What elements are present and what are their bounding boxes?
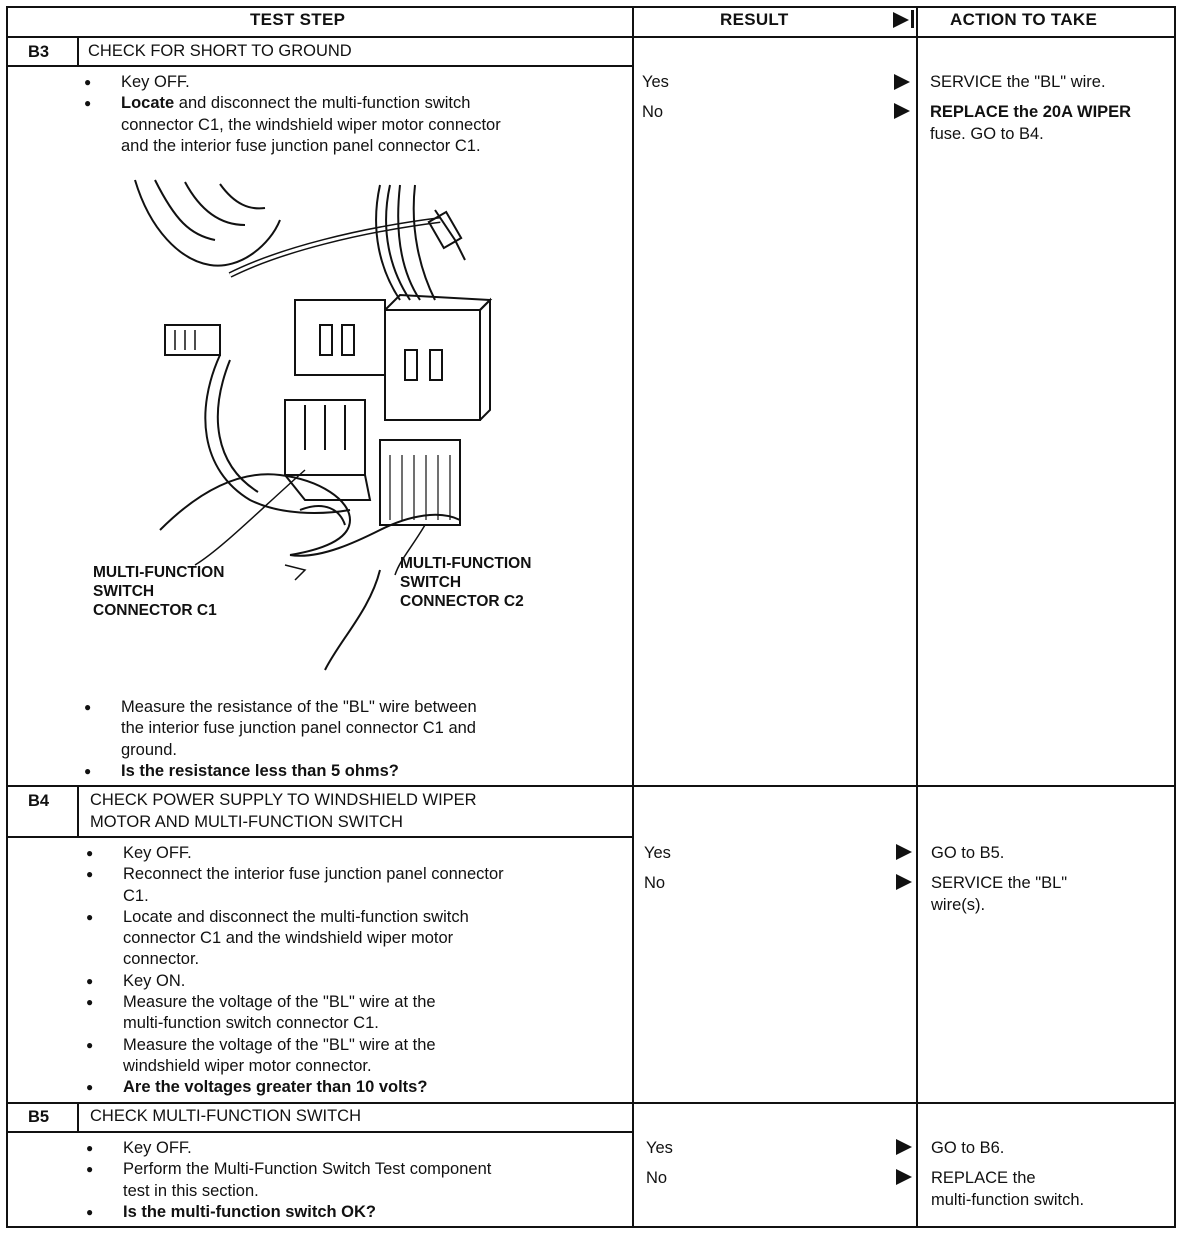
row-divider-b5: [6, 1102, 1176, 1104]
table-border-right: [1174, 6, 1176, 1228]
b5-result-no: No: [646, 1169, 668, 1187]
list-item: Locate and disconnect the multi-function…: [84, 93, 624, 157]
small-terminal: [427, 210, 463, 250]
hand-lower-shape: [159, 473, 352, 556]
header-test-step: TEST STEP: [250, 10, 346, 29]
b4-result-yes: Yes: [644, 844, 671, 862]
list-item: Reconnect the interior fuse junction pan…: [86, 864, 626, 907]
header-arrow-bar: [911, 10, 914, 28]
b3-result-no: No: [642, 103, 664, 121]
column-divider-2: [916, 6, 918, 1228]
callout-connector-c2: MULTI-FUNCTION SWITCH CONNECTOR C2: [400, 555, 532, 610]
b5-bullets: Key OFF. Perform the Multi-Function Swit…: [86, 1138, 626, 1223]
b5-action-yes: GO to B6.: [931, 1139, 1005, 1157]
list-item: Key ON.: [86, 971, 626, 993]
header-result: RESULT: [720, 10, 789, 29]
upper-connector-2: [384, 309, 481, 421]
b5-no-arrow-icon: [896, 1169, 912, 1185]
b5-action-no: REPLACE the multi-function switch.: [931, 1169, 1085, 1209]
header-arrow-icon: [893, 12, 909, 28]
upper-connector-1: [294, 299, 386, 376]
connector-illustration: [134, 179, 493, 671]
row-divider-b4: [6, 785, 1176, 787]
b4-yes-arrow-icon: [896, 844, 912, 860]
step-title-b5: CHECK MULTI-FUNCTION SWITCH: [90, 1107, 362, 1125]
row-divider-b3-title: [6, 65, 632, 67]
table-border-left: [6, 6, 8, 1228]
row-divider-b4-title: [6, 836, 632, 838]
hand-upper-shape: [134, 179, 281, 267]
list-item: Key OFF.: [86, 1138, 626, 1160]
header-divider: [6, 36, 1176, 38]
list-item: Measure the voltage of the "BL" wire at …: [86, 1035, 626, 1078]
b3-yes-arrow-icon: [894, 74, 910, 90]
step-id-b3: B3: [28, 43, 50, 61]
list-item: Is the resistance less than 5 ohms?: [84, 761, 624, 783]
list-item: Key OFF.: [86, 843, 626, 865]
list-item: Perform the Multi-Function Switch Test c…: [86, 1159, 626, 1202]
column-divider-1: [632, 6, 634, 1228]
table-border-bottom: [6, 1226, 1176, 1228]
b3-action-no: REPLACE the 20A WIPER fuse. GO to B4.: [930, 103, 1132, 143]
stepid-divider-b5: [77, 1102, 79, 1132]
connector-c2: [379, 439, 461, 526]
row-divider-b5-title: [6, 1131, 632, 1133]
connector-c1: [284, 399, 366, 476]
step-title-b4: CHECK POWER SUPPLY TO WINDSHIELD WIPER M…: [90, 791, 477, 831]
list-item: Measure the resistance of the "BL" wire …: [84, 697, 624, 761]
leader-line-c1: [194, 469, 306, 566]
side-connector: [164, 324, 221, 356]
b3-bullets-bottom: Measure the resistance of the "BL" wire …: [84, 697, 624, 782]
b5-result-yes: Yes: [646, 1139, 673, 1157]
b4-result-no: No: [644, 874, 666, 892]
b5-yes-arrow-icon: [896, 1139, 912, 1155]
stepid-divider-b4: [77, 785, 79, 837]
step-title-b3: CHECK FOR SHORT TO GROUND: [88, 42, 352, 60]
b4-action-yes: GO to B5.: [931, 844, 1005, 862]
table-border-top: [6, 6, 1176, 8]
header-action: ACTION TO TAKE: [950, 10, 1098, 29]
b4-action-no: SERVICE the "BL" wire(s).: [931, 874, 1068, 914]
b3-action-yes: SERVICE the "BL" wire.: [930, 73, 1106, 91]
harness-loop: [204, 354, 351, 514]
list-item: Key OFF.: [84, 72, 624, 94]
list-item: Measure the voltage of the "BL" wire at …: [86, 992, 626, 1035]
list-item: Is the multi-function switch OK?: [86, 1202, 626, 1224]
b4-no-arrow-icon: [896, 874, 912, 890]
step-id-b4: B4: [28, 792, 50, 810]
step-id-b5: B5: [28, 1108, 50, 1126]
callout-connector-c1: MULTI-FUNCTION SWITCH CONNECTOR C1: [93, 564, 225, 619]
b3-locate-rest: and disconnect the multi-function switch: [178, 94, 471, 113]
b3-bullets-top: Key OFF. Locate and disconnect the multi…: [84, 72, 624, 157]
b3-result-yes: Yes: [642, 73, 669, 91]
list-item: Locate and disconnect the multi-function…: [86, 907, 626, 971]
list-item: Are the voltages greater than 10 volts?: [86, 1077, 626, 1099]
b4-bullets: Key OFF. Reconnect the interior fuse jun…: [86, 843, 626, 1099]
stepid-divider-b3: [77, 36, 79, 66]
leader-line-c2: [394, 524, 426, 576]
b3-no-arrow-icon: [894, 103, 910, 119]
